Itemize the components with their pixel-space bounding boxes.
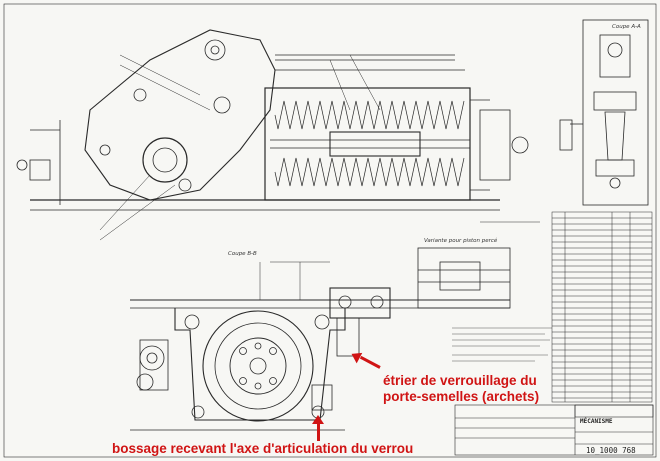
parts-list-table (551, 211, 653, 403)
notes-block (452, 327, 552, 362)
drawing-number: 10_1000 768 (586, 446, 636, 455)
variant-piston-view (417, 247, 511, 309)
title-block (454, 404, 654, 456)
callout-marks (259, 221, 540, 300)
sheet-border (3, 3, 657, 458)
section-bb-title: Coupe B-B (228, 251, 257, 257)
stirrup-annotation-line1: étrier de verrouillage du (383, 373, 537, 388)
boss-annotation: bossage recevant l'axe d'articulation du… (112, 441, 414, 456)
boss-arrow-shaft (317, 423, 320, 441)
stirrup-annotation-line2: porte-semelles (archets) (383, 389, 540, 404)
spring-coils (274, 100, 465, 187)
section-aa-view (559, 19, 649, 206)
main-assembly-view (16, 29, 529, 241)
section-aa-title: Coupe A-A (612, 24, 641, 30)
variant-piston-title: Variante pour piston percé (424, 238, 498, 244)
section-bb-view (130, 287, 510, 431)
boss-arrow-head (312, 415, 324, 424)
title-block-heading: MÉCANISME (580, 418, 613, 425)
